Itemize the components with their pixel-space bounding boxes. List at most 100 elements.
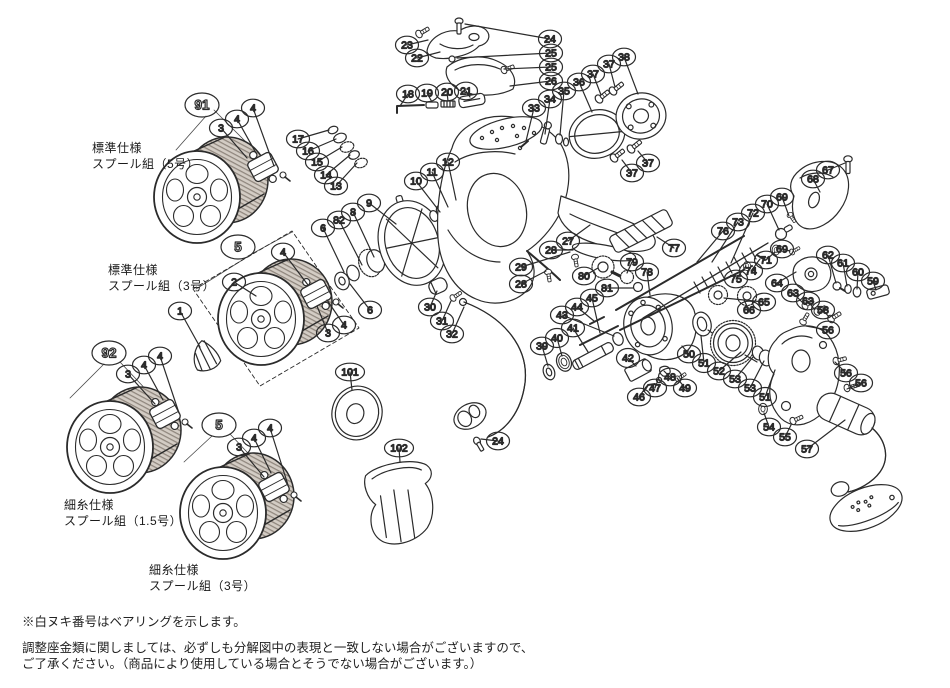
svg-text:37: 37: [603, 59, 615, 71]
svg-text:69: 69: [776, 244, 788, 256]
bail-wire-drawing: [453, 297, 527, 452]
svg-text:1: 1: [177, 306, 183, 318]
svg-text:2: 2: [231, 277, 237, 289]
svg-text:37: 37: [587, 69, 599, 81]
callout-24: 24: [464, 23, 563, 49]
anti-reverse-drawing: [792, 256, 890, 325]
bail-cover-drawing: [445, 56, 516, 96]
svg-text:28: 28: [545, 245, 557, 257]
callout-92: 92: [91, 340, 127, 366]
callout-9: 9: [356, 193, 397, 225]
callout-69: 69: [769, 239, 795, 259]
svg-text:37: 37: [626, 168, 638, 180]
svg-text:5: 5: [215, 418, 223, 433]
callout-56: 56: [805, 320, 841, 340]
svg-text:72: 72: [747, 208, 759, 220]
brake-ring-drawing: [568, 109, 626, 159]
callout-77: 77: [656, 236, 687, 258]
svg-text:79: 79: [626, 257, 638, 269]
guard-cover-drawing: [790, 155, 853, 230]
svg-text:54: 54: [763, 422, 775, 434]
svg-text:50: 50: [683, 349, 695, 361]
callout-75: 75: [723, 265, 749, 289]
svg-text:62: 62: [822, 250, 834, 262]
svg-text:55: 55: [779, 432, 791, 444]
svg-text:68: 68: [807, 174, 819, 186]
svg-text:58: 58: [817, 305, 829, 317]
callout-20: 20: [434, 82, 460, 102]
callout-60: 60: [845, 262, 871, 290]
callout-28: 28: [508, 270, 547, 294]
callout-18: 18: [395, 84, 421, 107]
callout-91: 91: [184, 92, 220, 118]
callout-1: 1: [167, 301, 201, 348]
svg-text:80: 80: [578, 271, 590, 283]
svg-text:4: 4: [157, 351, 163, 363]
callout-32: 32: [439, 306, 465, 344]
cap-parts-drawing: [428, 277, 464, 303]
callout-6: 6: [310, 218, 345, 273]
callout-24: 24: [480, 431, 511, 451]
label-spool-standard-3: 標準仕様 スプール組（3号）: [108, 263, 216, 293]
svg-text:65: 65: [758, 297, 770, 309]
svg-text:26: 26: [545, 76, 557, 88]
svg-text:19: 19: [421, 88, 433, 100]
svg-text:44: 44: [571, 302, 583, 314]
diagram-artwork: 2322242525261819202133343536373738373712…: [66, 17, 903, 560]
callout-47: 47: [642, 378, 668, 398]
callout-15: 15: [304, 146, 343, 172]
svg-text:34: 34: [544, 94, 556, 106]
svg-text:49: 49: [679, 383, 691, 395]
callout-10: 10: [403, 171, 441, 213]
svg-text:66: 66: [743, 305, 755, 317]
callout-19: 19: [414, 83, 440, 103]
svg-text:61: 61: [837, 258, 849, 270]
callout-21: 21: [453, 81, 479, 101]
svg-text:64: 64: [771, 278, 783, 290]
callout-4: 4: [224, 109, 257, 154]
svg-text:3: 3: [325, 328, 331, 340]
svg-text:11: 11: [427, 167, 438, 179]
svg-text:37: 37: [642, 158, 654, 170]
clutch-sleeve-drawing: [624, 358, 689, 392]
rotor-small-parts-drawing: [517, 121, 570, 151]
svg-text:56: 56: [855, 378, 867, 390]
callout-43: 43: [549, 305, 615, 337]
svg-text:3: 3: [236, 442, 242, 454]
callout-16: 16: [295, 138, 337, 161]
svg-text:10: 10: [410, 176, 422, 188]
callout-64: 64: [764, 271, 797, 293]
svg-text:51: 51: [759, 392, 771, 404]
svg-text:23: 23: [401, 40, 413, 52]
svg-text:82: 82: [333, 215, 345, 227]
svg-text:13: 13: [330, 181, 342, 193]
svg-text:9: 9: [366, 198, 372, 210]
callout-63: 63: [795, 291, 821, 311]
callout-66: 66: [736, 299, 762, 320]
callout-25: 25: [503, 57, 564, 77]
svg-text:8: 8: [350, 207, 356, 219]
svg-text:70: 70: [761, 199, 773, 211]
callout-39: 39: [529, 336, 555, 367]
callout-51-bearing: 51: [752, 369, 778, 408]
svg-text:4: 4: [141, 360, 147, 372]
rotor-flange-drawing: [593, 79, 667, 165]
svg-text:59: 59: [867, 276, 879, 288]
svg-text:4: 4: [251, 433, 257, 445]
callout-37: 37: [596, 54, 622, 88]
callout-102: 102: [383, 438, 415, 463]
svg-text:56: 56: [822, 325, 834, 337]
callout-4: 4: [326, 299, 357, 335]
svg-text:73: 73: [732, 217, 744, 229]
callout-80: 80: [571, 266, 599, 286]
callout-69: 69: [769, 187, 795, 217]
svg-text:38: 38: [618, 52, 630, 64]
oscillating-slider-drawing: [609, 209, 673, 253]
callout-37: 37: [635, 150, 661, 173]
svg-text:17: 17: [292, 134, 304, 146]
callout-81: 81: [594, 278, 634, 298]
svg-text:28: 28: [515, 279, 527, 291]
callout-13: 13: [323, 162, 358, 196]
